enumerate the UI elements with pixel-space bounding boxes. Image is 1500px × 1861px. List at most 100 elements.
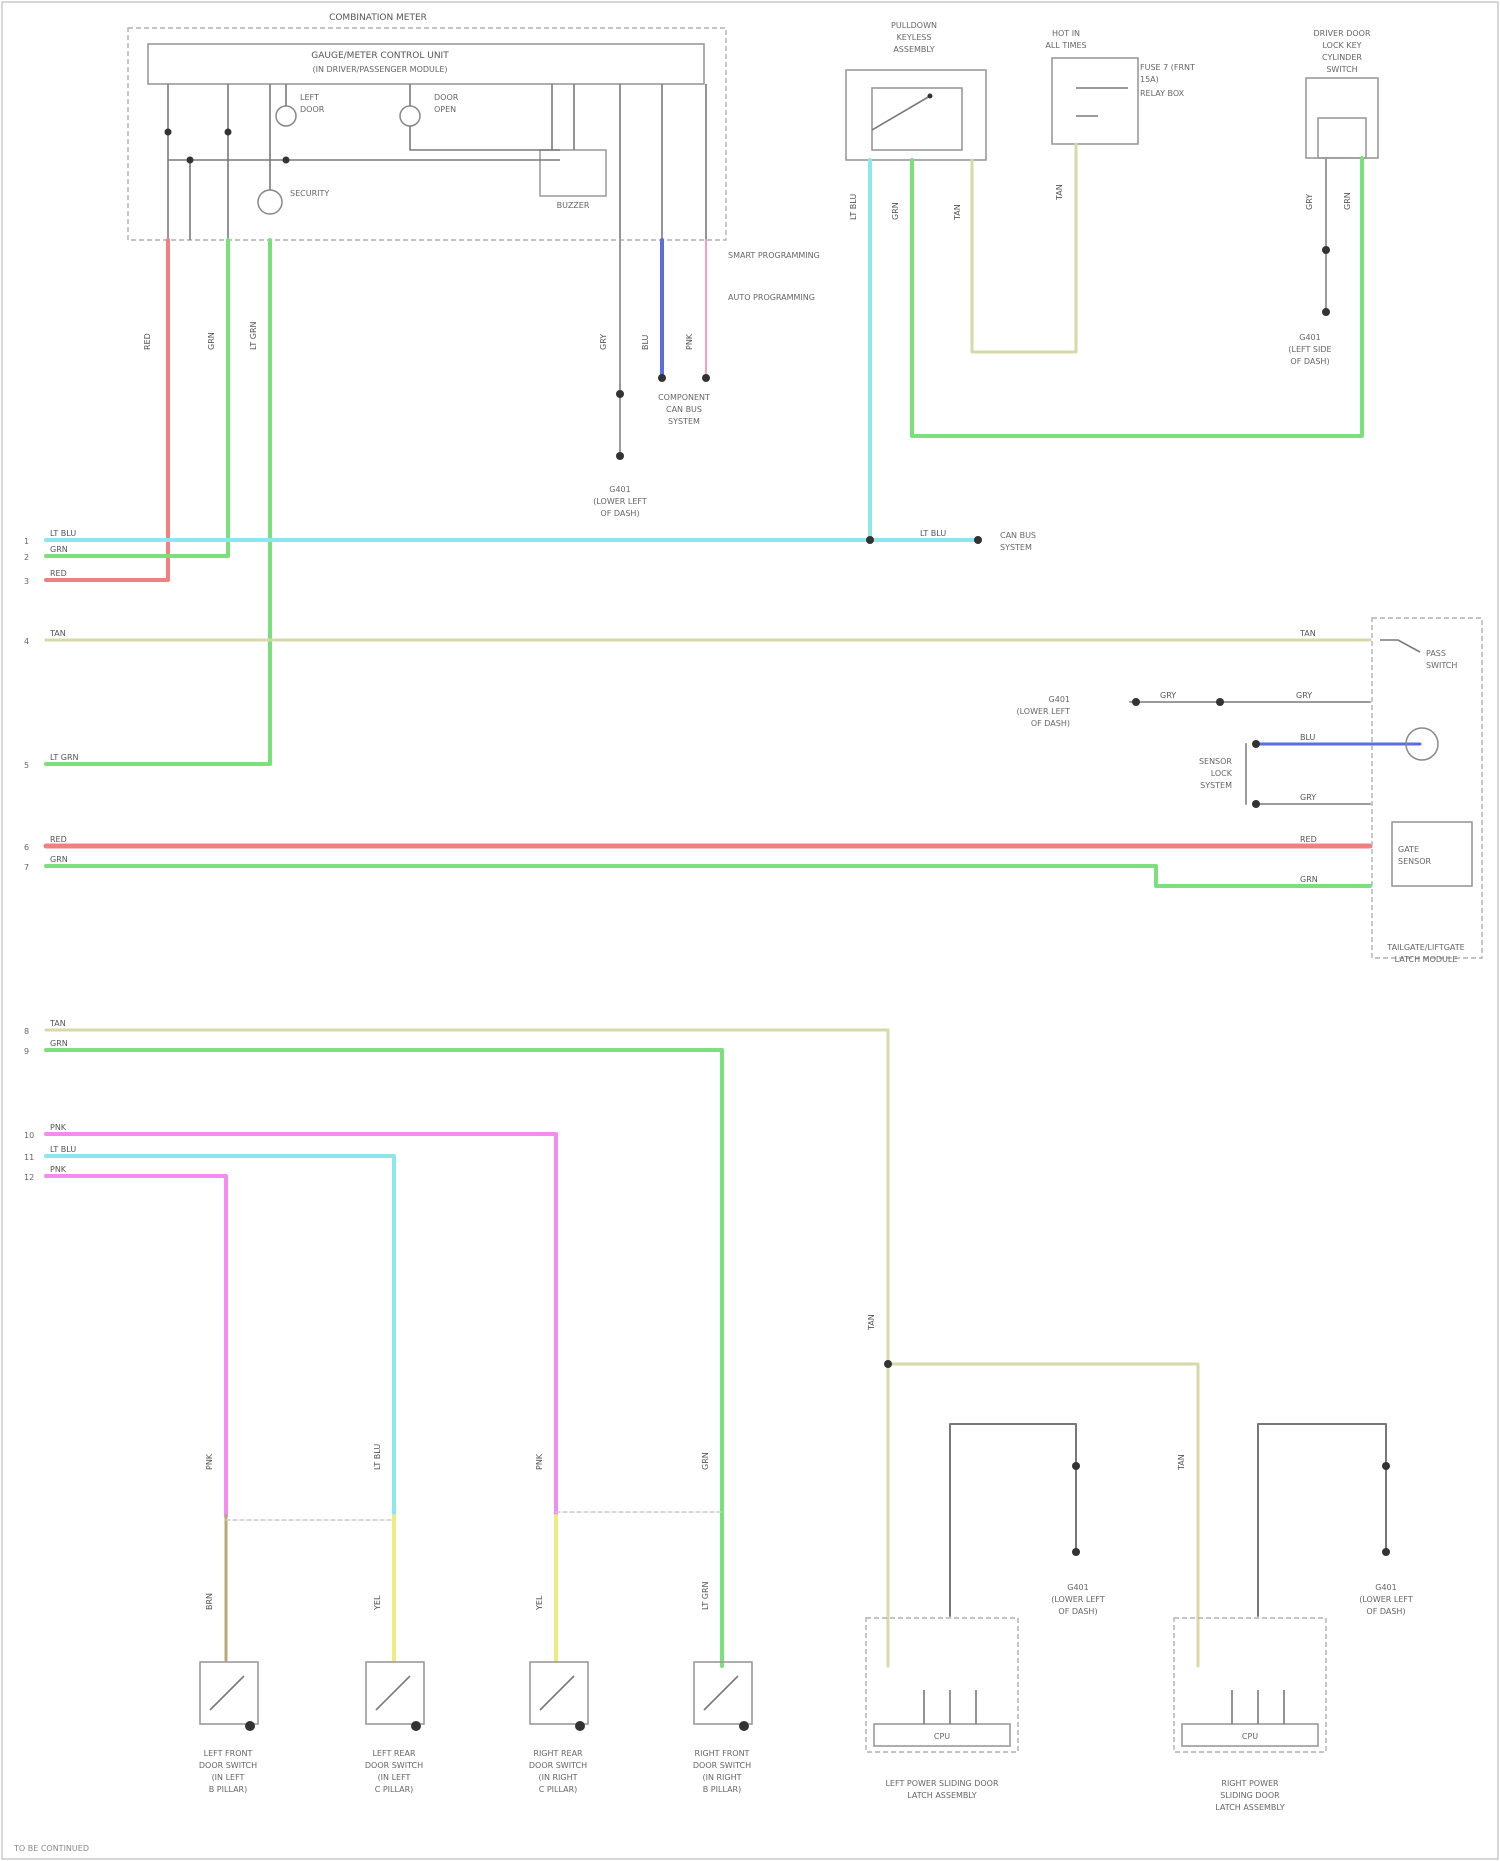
svg-text:G401: G401 — [1067, 1583, 1088, 1592]
svg-text:GRN: GRN — [1300, 875, 1318, 884]
svg-text:SENSOR: SENSOR — [1199, 757, 1232, 766]
slide-switch-module: PASS SWITCH GATE SENSOR TAILGATE/LIFTGAT… — [1016, 618, 1482, 964]
svg-text:GAUGE/METER CONTROL UNIT: GAUGE/METER CONTROL UNIT — [311, 51, 449, 61]
svg-text:GRY: GRY — [1305, 194, 1314, 210]
svg-text:8: 8 — [24, 1027, 29, 1036]
svg-text:10: 10 — [24, 1131, 34, 1140]
wire-cyan-1 — [46, 1156, 394, 1516]
svg-text:ASSEMBLY: ASSEMBLY — [893, 45, 934, 54]
svg-text:LT BLU: LT BLU — [920, 529, 946, 538]
door-switch-right-rear: RIGHT REAR DOOR SWITCH (IN RIGHT C PILLA… — [529, 1662, 588, 1794]
svg-text:12: 12 — [24, 1173, 34, 1182]
svg-text:LOCK: LOCK — [1211, 769, 1233, 778]
svg-text:SYSTEM: SYSTEM — [1200, 781, 1232, 790]
sunshade-keyless-relay: PULLDOWN KEYLESS ASSEMBLY — [846, 21, 986, 160]
svg-text:GRN: GRN — [701, 1452, 710, 1470]
svg-text:GRY: GRY — [1300, 793, 1316, 802]
svg-text:SECURITY: SECURITY — [290, 189, 329, 198]
svg-text:LEFT REAR: LEFT REAR — [372, 1749, 415, 1758]
svg-text:G401: G401 — [1375, 1583, 1396, 1592]
svg-text:LT GRN: LT GRN — [249, 321, 258, 350]
svg-text:COMPONENT: COMPONENT — [658, 393, 710, 402]
wire-green-meter-long — [46, 240, 270, 764]
svg-text:YEL: YEL — [373, 1595, 382, 1611]
svg-text:(LOWER LEFT: (LOWER LEFT — [1359, 1595, 1413, 1604]
svg-text:C PILLAR): C PILLAR) — [539, 1785, 578, 1794]
svg-text:PNK: PNK — [205, 1453, 214, 1470]
svg-text:(IN DRIVER/PASSENGER MODULE): (IN DRIVER/PASSENGER MODULE) — [312, 65, 447, 74]
svg-text:RED: RED — [50, 569, 67, 578]
svg-text:TAN: TAN — [49, 1019, 66, 1028]
svg-text:GRN: GRN — [50, 1039, 68, 1048]
svg-text:C PILLAR): C PILLAR) — [375, 1785, 414, 1794]
svg-text:PNK: PNK — [685, 333, 694, 350]
buzzer-symbol — [540, 150, 606, 196]
svg-text:TAN: TAN — [953, 204, 962, 221]
svg-text:TAN: TAN — [867, 1314, 876, 1331]
svg-text:(LEFT SIDE: (LEFT SIDE — [1288, 345, 1331, 354]
svg-text:CPU: CPU — [934, 1732, 950, 1741]
door-switch-left-front: LEFT FRONT DOOR SWITCH (IN LEFT B PILLAR… — [199, 1662, 258, 1794]
svg-text:(LOWER LEFT: (LOWER LEFT — [593, 497, 647, 506]
combination-meter: COMBINATION METER GAUGE/METER CONTROL UN… — [128, 13, 726, 240]
row-markers: 1 2 3 4 5 6 7 8 9 10 11 12 — [24, 537, 34, 1182]
svg-text:GRY: GRY — [1160, 691, 1176, 700]
svg-text:LT BLU: LT BLU — [50, 1145, 76, 1154]
svg-text:LOCK KEY: LOCK KEY — [1322, 41, 1361, 50]
svg-text:RIGHT POWER: RIGHT POWER — [1221, 1779, 1279, 1788]
svg-text:DRIVER DOOR: DRIVER DOOR — [1313, 29, 1370, 38]
svg-text:LATCH MODULE: LATCH MODULE — [1395, 955, 1458, 964]
svg-text:OF DASH): OF DASH) — [1031, 719, 1070, 728]
wire-pink-2 — [46, 1176, 226, 1516]
svg-text:LT GRN: LT GRN — [50, 753, 79, 762]
connector-dots — [616, 246, 1390, 1556]
svg-text:BLU: BLU — [1300, 733, 1316, 742]
svg-text:COMBINATION METER: COMBINATION METER — [329, 13, 427, 23]
wire-tan-lower — [46, 1030, 888, 1360]
svg-text:7: 7 — [24, 863, 29, 872]
svg-text:G401: G401 — [1049, 695, 1070, 704]
svg-text:LEFT: LEFT — [300, 93, 319, 102]
svg-text:(IN LEFT: (IN LEFT — [212, 1773, 245, 1782]
svg-text:FUSE 7 (FRNT: FUSE 7 (FRNT — [1140, 63, 1195, 72]
door-lock-key-switch: DRIVER DOOR LOCK KEY CYLINDER SWITCH — [1306, 29, 1378, 240]
svg-text:SYSTEM: SYSTEM — [668, 417, 700, 426]
svg-text:TAN: TAN — [49, 629, 66, 638]
svg-text:LATCH ASSEMBLY: LATCH ASSEMBLY — [907, 1791, 977, 1800]
svg-text:SYSTEM: SYSTEM — [1000, 543, 1032, 552]
svg-text:LT BLU: LT BLU — [50, 529, 76, 538]
svg-text:BUZZER: BUZZER — [557, 201, 590, 210]
svg-text:SENSOR: SENSOR — [1398, 857, 1431, 866]
svg-text:GRN: GRN — [207, 332, 216, 350]
svg-text:CYLINDER: CYLINDER — [1322, 53, 1362, 62]
svg-text:PULLDOWN: PULLDOWN — [891, 21, 937, 30]
svg-text:YEL: YEL — [535, 1595, 544, 1611]
svg-text:OF DASH): OF DASH) — [1290, 357, 1329, 366]
svg-text:PNK: PNK — [50, 1123, 67, 1132]
svg-text:TAN: TAN — [1055, 184, 1064, 201]
svg-text:CPU: CPU — [1242, 1732, 1258, 1741]
svg-text:KEYLESS: KEYLESS — [897, 33, 932, 42]
svg-text:RELAY BOX: RELAY BOX — [1140, 89, 1185, 98]
svg-text:CAN BUS: CAN BUS — [1000, 531, 1036, 540]
svg-text:DOOR: DOOR — [434, 93, 459, 102]
power-relay-box: HOT IN ALL TIMES FUSE 7 (FRNT 15A) RELAY… — [1045, 29, 1195, 144]
svg-text:4: 4 — [24, 637, 29, 646]
svg-text:PNK: PNK — [50, 1165, 67, 1174]
svg-text:RED: RED — [1300, 835, 1317, 844]
left-sliding-door-unit: CPU LEFT POWER SLIDING DOOR LATCH ASSEMB… — [866, 1583, 1105, 1800]
svg-text:OF DASH): OF DASH) — [1366, 1607, 1405, 1616]
wire-green-relay — [912, 158, 1362, 436]
svg-text:SWITCH: SWITCH — [1326, 65, 1357, 74]
door-switch-left-rear: LEFT REAR DOOR SWITCH (IN LEFT C PILLAR) — [365, 1662, 424, 1794]
right-sliding-door-unit: CPU RIGHT POWER SLIDING DOOR LATCH ASSEM… — [1174, 1583, 1413, 1812]
svg-text:LT BLU: LT BLU — [373, 1444, 382, 1470]
svg-text:OPEN: OPEN — [434, 105, 456, 114]
footer-note: TO BE CONTINUED — [14, 1844, 89, 1853]
left-indicator-lamp-icon — [276, 106, 296, 126]
svg-text:DOOR SWITCH: DOOR SWITCH — [693, 1761, 751, 1770]
svg-text:B PILLAR): B PILLAR) — [703, 1785, 741, 1794]
svg-text:G401: G401 — [1299, 333, 1320, 342]
svg-text:LT GRN: LT GRN — [701, 1581, 710, 1610]
